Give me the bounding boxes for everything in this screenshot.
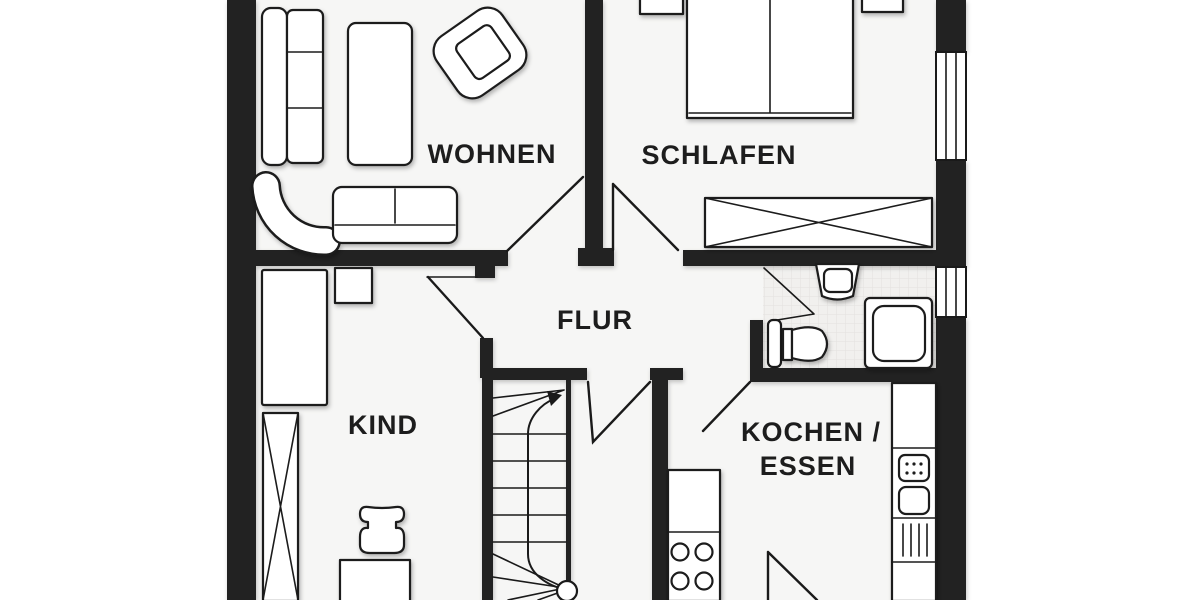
hob-4-burners bbox=[670, 542, 714, 591]
door-leaf-bathroom bbox=[766, 318, 783, 369]
door-bathroom bbox=[763, 267, 815, 369]
schlafen-furniture bbox=[638, 0, 934, 249]
two-seat-sofa bbox=[331, 185, 459, 245]
kitchen-furniture bbox=[666, 381, 938, 600]
wall-kind-door-stub bbox=[475, 266, 495, 278]
kind-nightstand bbox=[333, 266, 374, 305]
label-schlafen: SCHLAFEN bbox=[642, 140, 797, 170]
curved-sofa-element bbox=[251, 171, 341, 257]
wardrobe-schlafen bbox=[703, 196, 934, 249]
counter-right bbox=[890, 381, 938, 600]
bathroom-fixtures bbox=[781, 262, 934, 370]
label-essen: ESSEN bbox=[760, 451, 857, 481]
kind-furniture bbox=[260, 266, 412, 600]
door-wohnen bbox=[505, 175, 585, 253]
door-kind bbox=[426, 275, 485, 340]
kind-bed bbox=[260, 268, 329, 407]
counter-left bbox=[666, 468, 722, 600]
door-corridor bbox=[586, 380, 652, 445]
doors bbox=[426, 175, 819, 600]
door-kitchen bbox=[701, 380, 752, 433]
window-schlafen bbox=[935, 51, 967, 161]
wardrobe-kind bbox=[261, 411, 300, 600]
washbasin bbox=[814, 262, 861, 301]
wall-bath-west bbox=[750, 320, 763, 375]
stair-start-circle bbox=[555, 579, 579, 600]
wall-schlafen-south bbox=[683, 250, 936, 266]
staircase bbox=[492, 389, 579, 600]
sofa-backrest bbox=[260, 6, 289, 167]
wall-bath-south bbox=[750, 368, 936, 382]
armchair bbox=[432, 6, 528, 100]
stair-direction-arrow-icon bbox=[547, 391, 562, 406]
cooktop-panel bbox=[897, 453, 931, 483]
wall-exterior-right-mid bbox=[936, 160, 966, 267]
three-seat-sofa bbox=[285, 8, 325, 165]
label-wohnen: WOHNEN bbox=[428, 139, 557, 169]
label-kind: KIND bbox=[348, 410, 418, 440]
wall-stairs-west bbox=[482, 380, 493, 600]
wall-wohnen-schlafen bbox=[585, 0, 603, 250]
toilet bbox=[781, 326, 829, 362]
nightstand-left bbox=[638, 0, 685, 16]
stair-walk-line bbox=[527, 398, 568, 591]
shower bbox=[863, 296, 934, 370]
wall-wohnen-south bbox=[256, 250, 508, 266]
windows bbox=[935, 51, 967, 318]
room-labels: WOHNEN SCHLAFEN FLUR KIND KOCHEN / ESSEN bbox=[348, 139, 881, 481]
wall-stairs-north bbox=[482, 368, 587, 380]
sink-basin bbox=[897, 485, 931, 516]
wohnen-furniture bbox=[251, 6, 528, 257]
wall-stairs-east-stringer bbox=[566, 380, 571, 600]
door-schlafen bbox=[611, 182, 680, 252]
furniture-layer bbox=[251, 0, 938, 600]
label-flur: FLUR bbox=[557, 305, 633, 335]
door-kitchen-south bbox=[766, 550, 819, 600]
side-table bbox=[346, 21, 414, 167]
wall-wohnen-schlafen-foot bbox=[578, 248, 614, 266]
dishwasher bbox=[902, 523, 928, 557]
wall-exterior-right-top bbox=[936, 0, 966, 52]
window-bathroom bbox=[935, 266, 967, 318]
stair-treads bbox=[492, 389, 567, 600]
walls bbox=[227, 0, 966, 600]
wall-kitchen-west bbox=[652, 380, 668, 600]
wall-kitchen-north-stub bbox=[650, 368, 683, 380]
nightstand-right bbox=[860, 0, 905, 14]
wall-exterior-right-bottom bbox=[936, 317, 966, 600]
desk bbox=[338, 558, 412, 600]
desk-chair bbox=[358, 505, 406, 555]
wall-exterior-left bbox=[227, 0, 256, 600]
label-kochen: KOCHEN / bbox=[741, 417, 881, 447]
